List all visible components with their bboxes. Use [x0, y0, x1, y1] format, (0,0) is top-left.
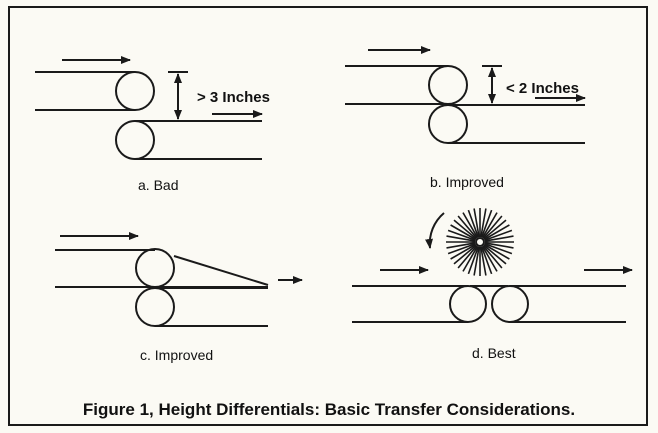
brush-spoke [484, 235, 514, 242]
brush-spoke [453, 219, 477, 240]
panel-a [35, 56, 263, 160]
brush-spoke [473, 208, 480, 238]
lower-roller-c [135, 287, 175, 327]
brush-spoke [462, 245, 479, 272]
figure-caption: Figure 1, Height Differentials: Basic Tr… [82, 400, 576, 419]
panel-caption-c: c. Improved [140, 347, 213, 363]
dimension-label-a: > 3 Inches [197, 89, 270, 106]
panel-caption-b: b. Improved [430, 174, 504, 190]
panel-d [352, 208, 633, 323]
brush-spoke [450, 224, 477, 241]
dimension-label-b: < 2 Inches [506, 80, 579, 97]
upper-roller-c [135, 248, 175, 288]
brush-spoke [453, 244, 477, 265]
rotation-arrow-d [425, 212, 445, 249]
brush-spoke [446, 235, 476, 242]
brush-spoke [467, 246, 480, 275]
lower-roller-b [428, 104, 468, 144]
brush-spoke [483, 244, 507, 265]
brush-spoke [480, 208, 487, 238]
brush-spoke [450, 243, 477, 260]
brush-spoke [484, 242, 514, 249]
brush-spoke [467, 209, 480, 238]
panel-caption-a: a. Bad [138, 177, 178, 193]
brush-spoke [482, 215, 503, 239]
brush-spoke [462, 212, 479, 239]
brush-spoke [483, 224, 510, 241]
brush-spoke [480, 246, 487, 276]
brush-spoke [484, 242, 513, 255]
brush-spoke [480, 209, 493, 238]
lower-roller-a [115, 120, 155, 160]
left-roller-d [449, 285, 487, 323]
upper-roller-a [115, 71, 155, 111]
brush-spoke [482, 245, 503, 269]
incline-web-c [173, 255, 269, 286]
brush-spoke [484, 229, 513, 242]
brush-spoke [447, 242, 476, 255]
right-roller-d [491, 285, 529, 323]
panel-c [55, 232, 303, 327]
upper-roller-b [428, 65, 468, 105]
brush-spoke [480, 246, 493, 275]
panel-caption-d: d. Best [472, 345, 516, 361]
brush-spoke [457, 215, 478, 239]
brush-hub-d [475, 237, 485, 247]
brush-spoke [473, 246, 480, 276]
brush-spoke [447, 229, 476, 242]
figure-frame [8, 6, 648, 426]
brush-spoke [457, 245, 478, 269]
brush-spoke [446, 242, 476, 249]
brush-spoke [481, 212, 498, 239]
brush-spoke [483, 219, 507, 240]
brush-roll-icon [446, 208, 514, 276]
brush-spoke [481, 245, 498, 272]
panel-b [345, 46, 586, 144]
brush-spoke [483, 243, 510, 260]
